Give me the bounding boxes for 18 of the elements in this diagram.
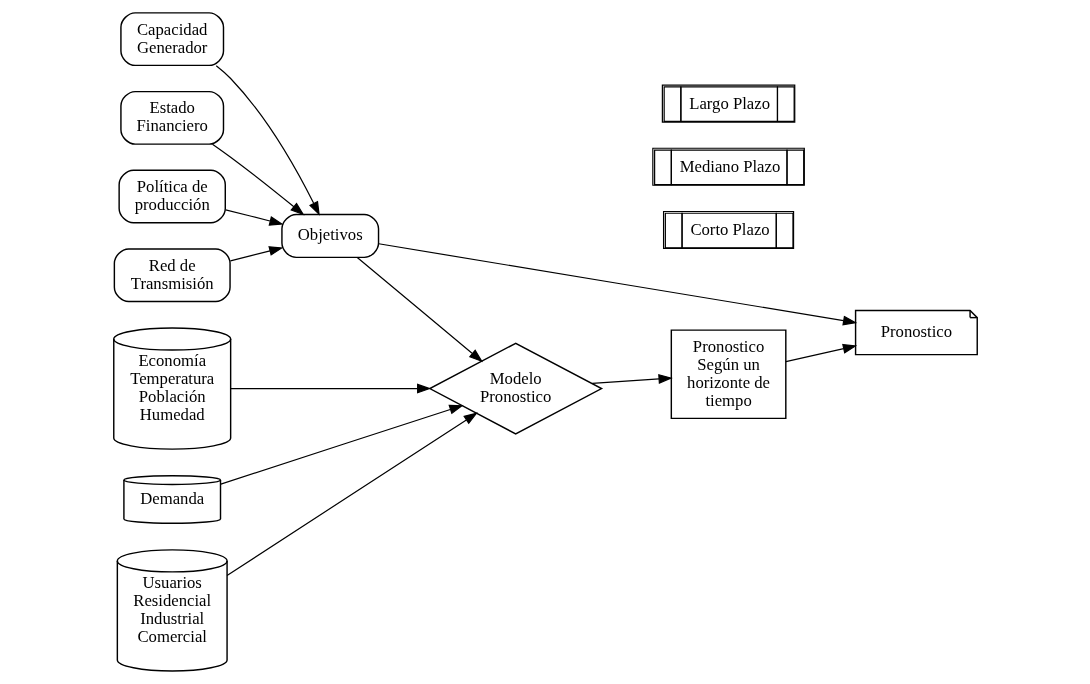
arrow	[377, 243, 857, 326]
arrow	[219, 404, 464, 485]
arrow	[229, 383, 431, 394]
arrow	[591, 373, 673, 385]
node-box: Red de Transmisión	[113, 248, 231, 303]
arrow	[229, 246, 283, 262]
arrow	[784, 343, 857, 363]
node-box: Estado Financiero	[119, 90, 224, 145]
arrow	[215, 65, 320, 216]
node-box: Política de producción	[117, 169, 226, 224]
arrow	[211, 143, 305, 216]
arrow	[356, 256, 483, 363]
arrow	[225, 412, 478, 577]
arrow	[224, 209, 284, 226]
node-box: Pronostico Según un horizonte de tiempo	[670, 329, 787, 420]
node-box: Objetivos	[280, 213, 379, 259]
node-box: Capacidad Generador	[119, 12, 224, 67]
node-diamond: Modelo Pronostico	[427, 342, 603, 435]
